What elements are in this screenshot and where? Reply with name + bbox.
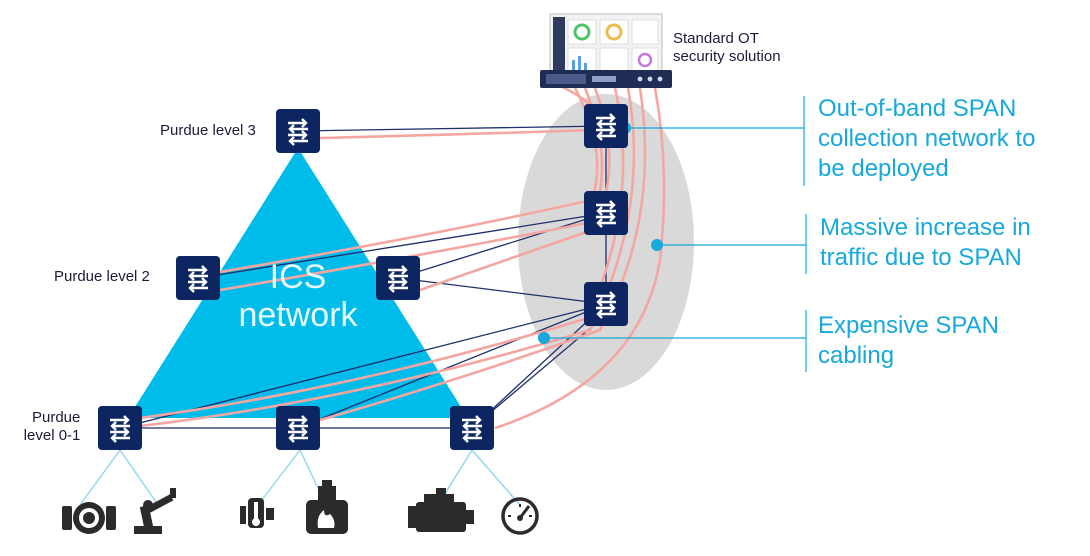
switch-level01-a — [96, 404, 144, 452]
ics-label-line1: ICS — [269, 258, 327, 296]
purdue-level01-line1: Purdue — [32, 409, 81, 426]
purdue-level01-line2: level 0-1 — [23, 427, 81, 444]
traffic-marker — [651, 239, 663, 251]
ics-network-label: ICS network — [228, 258, 368, 334]
security-label-line1: Standard OT — [673, 30, 759, 47]
security-solution-label: Standard OT security solution — [673, 30, 781, 66]
oob-callout-line3: be deployed — [818, 155, 949, 182]
cabling-callout-line1: Expensive SPAN — [818, 312, 999, 339]
purdue-level3-label: Purdue level 3 — [160, 122, 256, 139]
switch-level01-c — [448, 404, 496, 452]
oob-callout-line1: Out-of-band SPAN — [818, 95, 1017, 122]
oob-callout-line2: collection network to — [818, 125, 1036, 152]
robot-arm-icon — [134, 488, 176, 534]
purdue-level01-label: Purdue level 0-1 — [24, 409, 81, 445]
traffic-callout-line1: Massive increase in — [820, 214, 1031, 241]
cabling-callout-line2: cabling — [818, 342, 895, 369]
cabling-marker — [538, 332, 550, 344]
security-appliance-icon — [540, 13, 672, 88]
cabling-callout: Expensive SPAN cabling — [818, 311, 999, 371]
speedometer-icon — [501, 497, 539, 535]
security-label-line2: security solution — [673, 48, 781, 65]
engine-icon — [408, 488, 474, 532]
switch-level3 — [274, 107, 322, 155]
oob-callout: Out-of-band SPAN collection network to b… — [818, 94, 1035, 184]
span-switch-bottom — [582, 280, 630, 328]
switch-level2-left — [174, 254, 222, 302]
callout-leaders — [544, 96, 807, 372]
span-switch-top — [582, 102, 630, 150]
purdue-level2-label: Purdue level 2 — [54, 268, 150, 285]
switch-level2-right — [374, 254, 422, 302]
valve-icon — [62, 502, 116, 534]
ics-network-triangle — [128, 148, 468, 418]
traffic-callout-line2: traffic due to SPAN — [820, 244, 1022, 271]
switch-level01-b — [274, 404, 322, 452]
span-switch-middle — [582, 189, 630, 237]
furnace-icon — [306, 480, 348, 534]
thermometer-sensor-icon — [240, 498, 274, 528]
ics-label-line2: network — [238, 296, 358, 334]
traffic-callout: Massive increase in traffic due to SPAN — [820, 213, 1031, 273]
